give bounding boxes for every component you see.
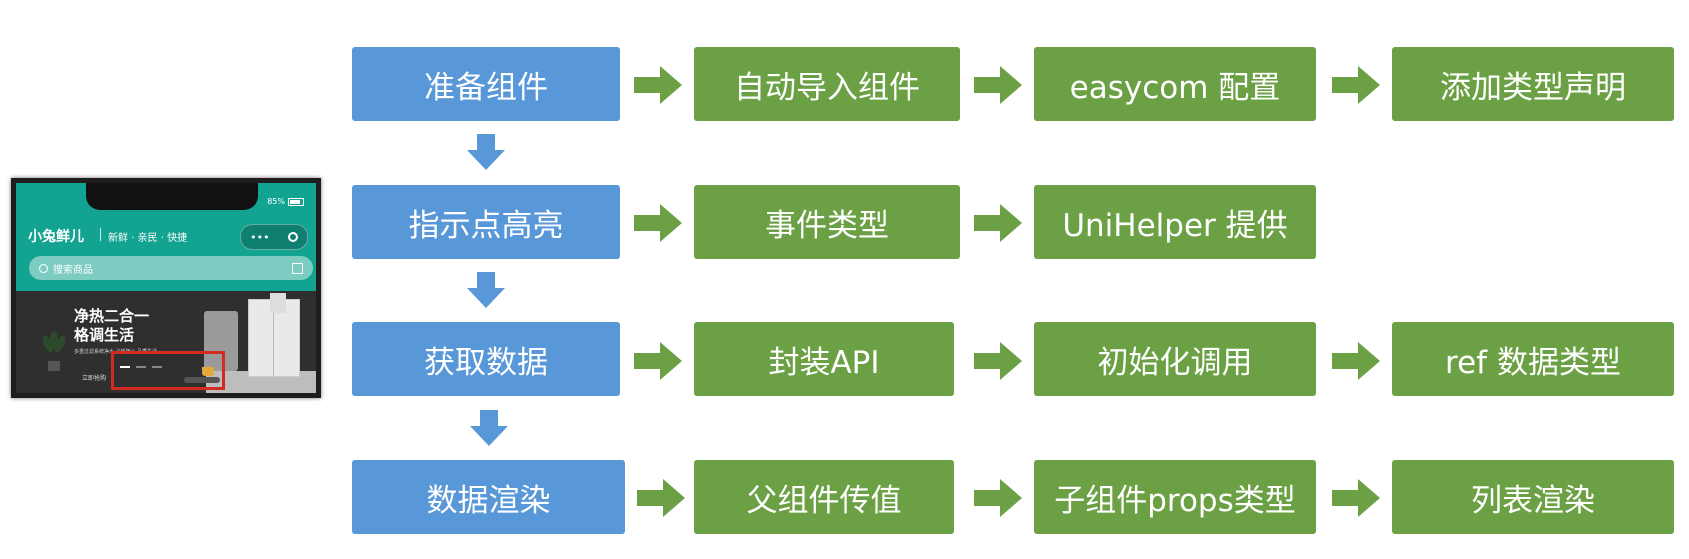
logo-divider — [100, 228, 101, 241]
right-arrow-icon — [637, 479, 685, 517]
right-arrow-icon — [1332, 479, 1380, 517]
step-render-data: 数据渲染 — [352, 460, 625, 534]
item-unihelper: UniHelper 提供 — [1034, 185, 1316, 259]
right-arrow-icon — [974, 204, 1022, 242]
app-slogan: 新鲜 · 亲民 · 快捷 — [108, 233, 188, 244]
right-arrow-icon — [974, 66, 1022, 104]
plant-image — [40, 331, 68, 371]
indicator-dot[interactable] — [136, 366, 146, 368]
banner-title-line1: 净热二合一 — [74, 307, 150, 325]
indicator-dot[interactable] — [152, 366, 162, 368]
item-type-declaration: 添加类型声明 — [1392, 47, 1674, 121]
banner-swiper[interactable]: 净热二合一 格调生活 多重过滤系统净水 冷热随心 品质生活 立即抢购 — [16, 291, 316, 393]
step-indicator-highlight: 指示点高亮 — [352, 185, 620, 259]
scan-icon[interactable] — [292, 263, 303, 274]
item-wrap-api: 封装API — [694, 322, 954, 396]
app-logo: 小兔鲜儿 — [28, 229, 84, 245]
more-icon[interactable]: ••• — [250, 230, 270, 244]
right-arrow-icon — [1332, 342, 1380, 380]
item-easycom-config: easycom 配置 — [1034, 47, 1316, 121]
wall-picture — [270, 293, 286, 313]
down-arrow-icon — [467, 272, 505, 308]
right-arrow-icon — [634, 204, 682, 242]
status-bar: 85% — [267, 197, 304, 206]
search-icon — [39, 263, 48, 273]
right-arrow-icon — [974, 342, 1022, 380]
right-arrow-icon — [1332, 66, 1380, 104]
battery-icon — [288, 197, 304, 206]
phone-notch — [86, 183, 258, 210]
banner-title: 净热二合一 格调生活 — [74, 307, 149, 345]
phone-screenshot: 85% 小兔鲜儿 新鲜 · 亲民 · 快捷 ••• 搜索商品 净热二合一 格调生… — [11, 178, 321, 398]
item-event-type: 事件类型 — [694, 185, 960, 259]
right-arrow-icon — [634, 66, 682, 104]
close-target-icon[interactable] — [287, 232, 298, 242]
indicator-highlight-frame — [111, 351, 225, 390]
step-fetch-data: 获取数据 — [352, 322, 620, 396]
indicator-dot[interactable] — [120, 366, 130, 368]
right-arrow-icon — [634, 342, 682, 380]
item-init-call: 初始化调用 — [1034, 322, 1316, 396]
battery-level: 85% — [267, 197, 285, 206]
banner-title-line2: 格调生活 — [74, 326, 135, 344]
item-list-render: 列表渲染 — [1392, 460, 1674, 534]
right-arrow-icon — [974, 479, 1022, 517]
miniprogram-capsule[interactable]: ••• — [240, 224, 308, 250]
step-prepare-component: 准备组件 — [352, 47, 620, 121]
down-arrow-icon — [467, 134, 505, 170]
item-parent-pass-value: 父组件传值 — [694, 460, 954, 534]
cup-image — [202, 367, 214, 376]
item-child-props-type: 子组件props类型 — [1034, 460, 1316, 534]
item-ref-data-type: ref 数据类型 — [1392, 322, 1674, 396]
search-bar[interactable]: 搜索商品 — [29, 256, 313, 280]
swiper-indicator-dots — [120, 366, 162, 368]
item-auto-import: 自动导入组件 — [694, 47, 960, 121]
search-placeholder: 搜索商品 — [53, 264, 93, 276]
down-arrow-icon — [470, 410, 508, 446]
app-header: 85% 小兔鲜儿 新鲜 · 亲民 · 快捷 ••• 搜索商品 — [16, 183, 316, 291]
banner-cta[interactable]: 立即抢购 — [82, 375, 107, 382]
tray-image — [184, 377, 220, 383]
coffee-machine-image — [204, 311, 238, 371]
